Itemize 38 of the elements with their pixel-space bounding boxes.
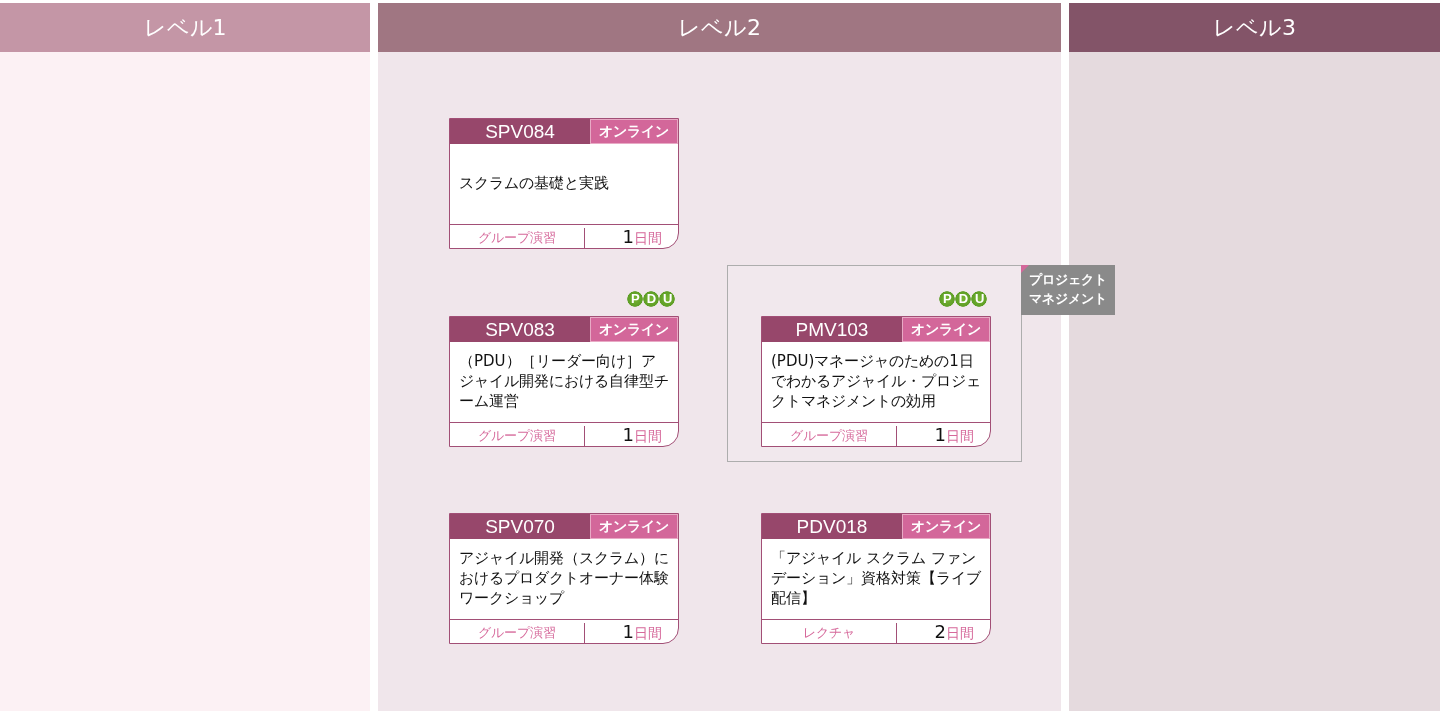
column-header: レベル2 <box>378 3 1061 52</box>
category-tag: プロジェクトマネジメント <box>1021 265 1115 315</box>
course-card <box>449 316 679 447</box>
duration-label: 1日間 <box>622 620 662 643</box>
duration-label: 1日間 <box>622 225 662 248</box>
course-title: アジャイル開発（スクラム）におけるプロダクトオーナー体験ワークショップ <box>459 549 669 609</box>
delivery-tag: オンライン <box>902 317 990 342</box>
course-title: スクラムの基礎と実践 <box>459 174 609 194</box>
course-title: 「アジャイル スクラム ファンデーション」資格対策【ライブ配信】 <box>771 549 981 609</box>
delivery-tag: オンライン <box>590 514 678 539</box>
format-label: レクチャ <box>803 624 855 640</box>
course-card <box>449 118 679 249</box>
course-code: PMV103 <box>794 317 870 342</box>
course-title: （PDU）［リーダー向け］アジャイル開発における自律型チーム運営 <box>459 352 669 412</box>
duration-label: 2日間 <box>934 620 974 643</box>
course-card <box>761 316 991 447</box>
course-code: SPV070 <box>484 514 556 539</box>
course-code: SPV084 <box>484 119 556 144</box>
course-title: (PDU)マネージャのための1日でわかるアジャイル・プロジェクトマネジメントの効用 <box>771 352 981 412</box>
delivery-tag: オンライン <box>590 317 678 342</box>
column-header: レベル3 <box>1069 3 1440 52</box>
format-label: グループ演習 <box>478 427 556 443</box>
course-card <box>449 513 679 644</box>
pdu-badge: PDU <box>939 291 987 307</box>
course-card <box>761 513 991 644</box>
format-label: グループ演習 <box>790 427 868 443</box>
format-label: グループ演習 <box>478 229 556 245</box>
level-column <box>0 3 370 711</box>
column-header: レベル1 <box>0 3 370 52</box>
level-column <box>1069 3 1440 711</box>
duration-label: 1日間 <box>934 423 974 446</box>
duration-label: 1日間 <box>622 423 662 446</box>
delivery-tag: オンライン <box>590 119 678 144</box>
delivery-tag: オンライン <box>902 514 990 539</box>
course-code: SPV083 <box>484 317 556 342</box>
format-label: グループ演習 <box>478 624 556 640</box>
course-code: PDV018 <box>795 514 869 539</box>
pdu-badge: PDU <box>627 291 675 307</box>
